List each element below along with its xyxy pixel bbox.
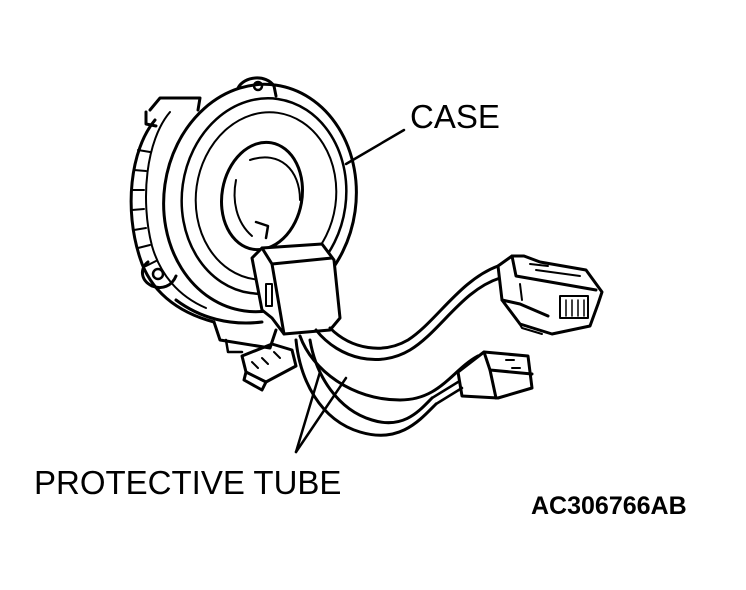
lower-harness	[294, 338, 438, 437]
small-bottom-connector	[240, 342, 298, 392]
lower-mounting-hole	[151, 267, 165, 281]
case-back-rim	[129, 118, 216, 324]
protective-tube-label: PROTECTIVE TUBE	[34, 464, 342, 501]
bottom-bracket	[212, 320, 278, 350]
center-opening	[220, 140, 304, 252]
case-outer-ring	[162, 82, 358, 314]
case-mid-ring	[180, 97, 348, 295]
clock-spring-body	[129, 76, 358, 354]
lower-mounting-ear	[141, 260, 178, 290]
tube-leader-line-2	[294, 376, 348, 454]
leader-lines	[294, 128, 406, 454]
tube-leader-line-1	[294, 370, 322, 454]
case-inner-ring	[194, 111, 338, 281]
case-side-ribs	[131, 149, 157, 267]
figure-code: AC306766AB	[531, 492, 687, 520]
large-connector	[496, 254, 604, 336]
tube-housing	[250, 242, 342, 336]
case-leader-line	[344, 128, 406, 166]
case-label: CASE	[410, 98, 500, 135]
small-side-connector	[430, 350, 534, 406]
